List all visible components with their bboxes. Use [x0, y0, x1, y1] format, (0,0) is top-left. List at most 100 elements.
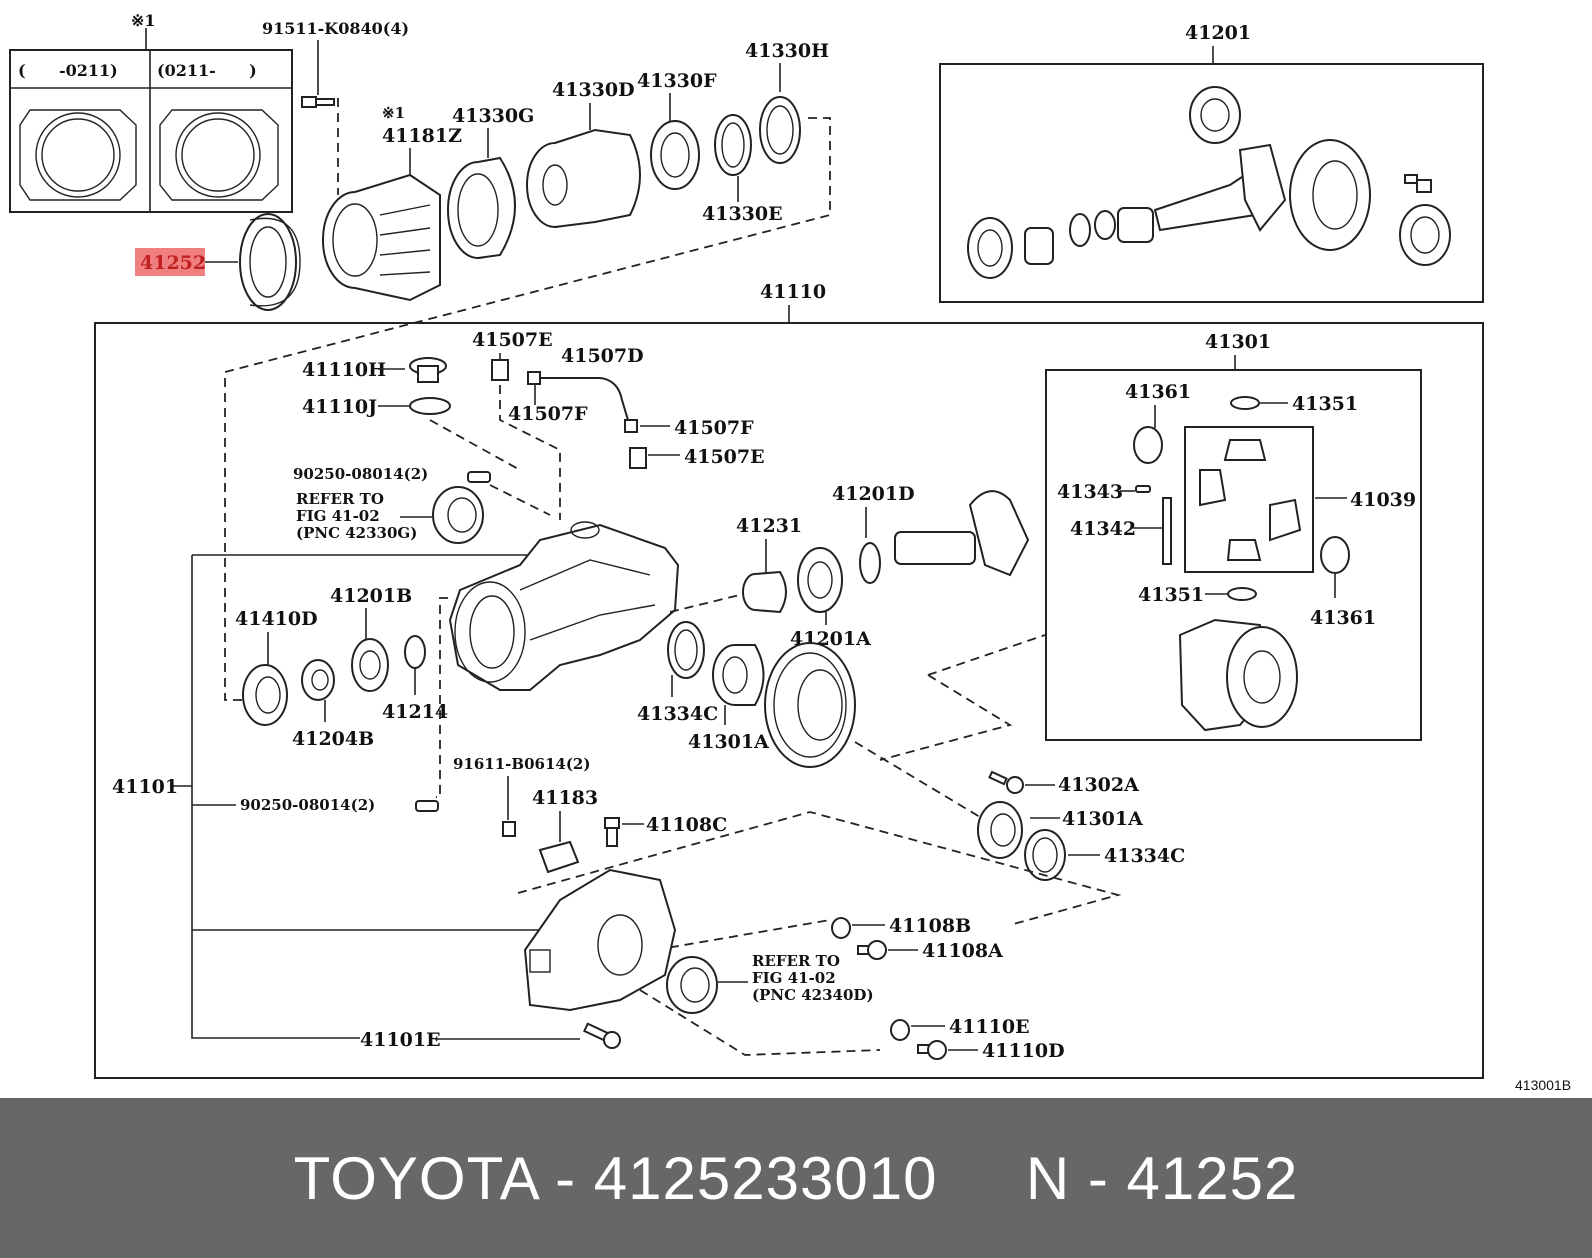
clip-41507f-b — [624, 419, 638, 433]
label-41252: 41252 — [140, 252, 206, 274]
refer2-line2: FIG 41-02 — [752, 969, 836, 987]
spacer-41330d — [526, 128, 641, 228]
extension-housing-41181z — [322, 173, 441, 302]
label-41301a-b: 41301A — [1062, 808, 1143, 830]
label-41201b: 41201B — [330, 585, 412, 607]
rear-cover-41101 — [523, 868, 677, 1012]
label-41334c-a: 41334C — [637, 703, 718, 725]
label-41110h: 41110H — [302, 359, 386, 381]
label-41039: 41039 — [1350, 489, 1416, 511]
diff-case — [1178, 618, 1298, 732]
label-41101: 41101 — [112, 776, 178, 798]
gasket-early-shape — [19, 109, 137, 201]
label-41330d: 41330D — [552, 79, 635, 101]
label-41181z: 41181Z — [382, 125, 462, 147]
bolt-41302a-icon — [988, 770, 1024, 794]
bolt-91511-icon — [301, 96, 335, 108]
gasket-late-shape — [159, 109, 279, 201]
footer-bar: TOYOTA - 4125233010 N - 41252 — [0, 1098, 1592, 1258]
label-41330e: 41330E — [702, 203, 783, 225]
nut-41108b-icon — [831, 917, 851, 939]
ring-gear — [764, 642, 856, 768]
hose-41507d — [540, 377, 629, 421]
label-41351-b: 41351 — [1138, 584, 1204, 606]
pinion-gears-41039 — [1199, 439, 1302, 561]
label-91611: 91611-B0614(2) — [453, 755, 590, 773]
label-41110j: 41110J — [302, 396, 377, 418]
footer-title: TOYOTA - 4125233010 N - 41252 — [293, 1144, 1299, 1212]
parts-diagram: ※1 ( -0211) (0211- ) 91511-K0840(4) ※1 4… — [9, 11, 1571, 1093]
label-41507d: 41507D — [561, 345, 644, 367]
label-41334c-b: 41334C — [1104, 845, 1185, 867]
plug-41110h — [409, 357, 447, 383]
bolt-41108a-icon — [857, 940, 887, 960]
gasket-inset: ※1 ( -0211) (0211- ) — [9, 11, 293, 213]
label-41342: 41342 — [1070, 518, 1136, 540]
refer1-line2: FIG 41-02 — [296, 507, 380, 525]
differential-carrier-41110 — [448, 521, 680, 691]
seal-41410d — [242, 664, 288, 726]
label-41410d: 41410D — [235, 608, 318, 630]
label-41301: 41301 — [1205, 331, 1271, 353]
ring-41330e — [714, 114, 752, 176]
plate-41183 — [538, 840, 580, 874]
label-41361-b: 41361 — [1310, 607, 1376, 629]
refer2-line1: REFER TO — [752, 952, 840, 970]
bearing-41201b — [351, 638, 389, 692]
label-41507e-top: 41507E — [472, 329, 553, 351]
drive-pinion-41201d — [859, 490, 1030, 584]
label-41301a-a: 41301A — [688, 731, 769, 753]
shaft-41342 — [1162, 497, 1172, 565]
pin-90250-bottom — [415, 800, 439, 812]
label-41302a: 41302A — [1058, 774, 1139, 796]
oil-seal-41252 — [239, 213, 301, 311]
bearing-41301a-a — [712, 644, 765, 706]
refer1-line1: REFER TO — [296, 490, 384, 508]
seal-41330h — [759, 96, 801, 164]
label-41507f-b: 41507F — [674, 417, 754, 439]
pinion-assembly-41201 — [967, 86, 1451, 279]
refer2-line3: (PNC 42340D) — [752, 986, 874, 1004]
clip-41507f-a — [527, 371, 541, 385]
note-mark-41181z: ※1 — [382, 104, 405, 122]
box-41301 — [1045, 369, 1422, 741]
label-90250-bottom: 90250-08014(2) — [240, 796, 375, 814]
label-41101e: 41101E — [360, 1029, 441, 1051]
fitting-41507e-b — [629, 447, 647, 469]
bolt-41110d-icon — [917, 1040, 947, 1060]
washer-41361-b — [1320, 536, 1350, 574]
figure-ref-code: 413001B — [1515, 1077, 1571, 1093]
box-41039 — [1184, 426, 1314, 573]
label-41201: 41201 — [1185, 22, 1251, 44]
label-41214: 41214 — [382, 701, 448, 723]
bearing-41301a-b — [977, 801, 1023, 859]
label-41330f: 41330F — [637, 70, 717, 92]
pin-41343 — [1135, 485, 1151, 493]
nut-41204b — [301, 659, 335, 701]
label-41110: 41110 — [760, 281, 826, 303]
label-41201d: 41201D — [832, 483, 915, 505]
washer-41351-a — [1230, 396, 1260, 410]
bearing-41201a — [797, 547, 843, 613]
refer1-line3: (PNC 42330G) — [296, 524, 417, 542]
label-41351-a: 41351 — [1292, 393, 1358, 415]
seal-ref-42340d — [666, 956, 718, 1014]
label-41361-a: 41361 — [1125, 381, 1191, 403]
label-90250-top: 90250-08014(2) — [293, 465, 428, 483]
nut-41110e-icon — [890, 1019, 910, 1041]
box-41110 — [94, 322, 1484, 1079]
label-41252-highlight — [135, 248, 205, 276]
label-41231: 41231 — [736, 515, 802, 537]
diagram-canvas: ※1 ( -0211) (0211- ) 91511-K0840(4) ※1 4… — [9, 11, 1571, 1093]
label-41507f-a: 41507F — [508, 403, 588, 425]
label-41330h: 41330H — [745, 40, 829, 62]
gasket-41110j — [409, 397, 451, 415]
label-41108a: 41108A — [922, 940, 1003, 962]
pin-90250-top — [467, 471, 491, 483]
label-41507e-b: 41507E — [684, 446, 765, 468]
label-41110e: 41110E — [949, 1016, 1030, 1038]
label-41204b: 41204B — [292, 728, 374, 750]
sensor-41108c — [604, 817, 620, 847]
ring-41214 — [404, 635, 426, 669]
bearing-41330g — [447, 156, 516, 259]
